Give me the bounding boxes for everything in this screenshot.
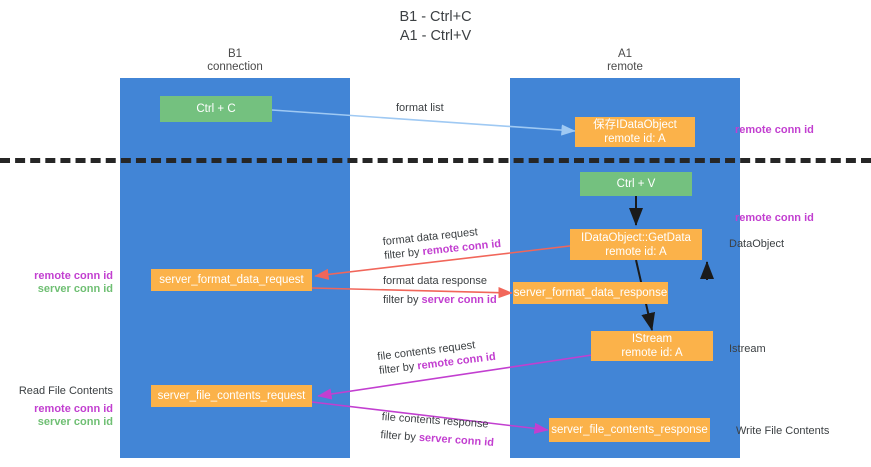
edge-label-format-list: format list <box>396 102 444 114</box>
filter-prefix: filter by <box>383 294 422 306</box>
edge-label-format-data-request-group: format data request filter by remote con… <box>382 223 502 263</box>
lane-header-a1: A1 remote <box>607 48 643 73</box>
node-server-file-contents-request[interactable]: server_file_contents_request <box>151 385 312 407</box>
edge-label-format-data-response-filter: filter by server conn id <box>383 293 497 307</box>
annotation-remote-conn-id-mid: remote conn id <box>735 212 814 224</box>
page-title: B1 - Ctrl+C A1 - Ctrl+V <box>399 9 472 44</box>
edge-label-format-data-response: format data response <box>383 275 487 287</box>
annotation-left-remote-conn-id: remote conn id <box>34 270 113 282</box>
edge-label-file-contents-response-filter: filter by server conn id <box>380 428 494 450</box>
node-server-format-data-response[interactable]: server_format_data_response <box>513 282 668 304</box>
filter-prefix: filter by <box>378 360 419 378</box>
filter-prefix: filter by <box>380 429 420 444</box>
node-ctrl-v[interactable]: Ctrl + V <box>580 172 692 196</box>
annotation-left-server-conn-id-2: server conn id <box>37 416 113 428</box>
edge-label-file-contents-request-group: file contents request filter by remote c… <box>377 336 497 378</box>
edge-label-file-contents-response-group: file contents response filter by server … <box>380 410 496 450</box>
filter-key-server-conn-id: server conn id <box>421 294 497 306</box>
filter-key-server-conn-id: server conn id <box>418 431 495 449</box>
annotation-read-file-contents: Read File Contents <box>18 385 113 397</box>
annotation-left-server-conn-id: server conn id <box>37 283 113 295</box>
node-istream[interactable]: IStream remote id: A <box>591 331 713 361</box>
edge-label-format-data-response-group: format data response filter by server co… <box>383 274 497 307</box>
node-server-format-data-request[interactable]: server_format_data_request <box>151 269 312 291</box>
phase-divider <box>0 158 871 163</box>
filter-prefix: filter by <box>383 246 424 263</box>
node-idataobject-getdata[interactable]: IDataObject::GetData remote id: A <box>570 229 702 260</box>
node-ctrl-c[interactable]: Ctrl + C <box>160 96 272 122</box>
annotation-write-file-contents: Write File Contents <box>736 425 830 437</box>
node-server-file-contents-response[interactable]: server_file_contents_response <box>549 418 710 442</box>
annotation-left-remote-conn-id-2: remote conn id <box>34 403 113 415</box>
lane-header-b1: B1 connection <box>207 48 263 73</box>
annotation-istream: Istream <box>729 343 766 355</box>
annotation-data-object: DataObject <box>729 238 785 250</box>
annotation-remote-conn-id-top: remote conn id <box>735 124 814 136</box>
node-data-object-remote[interactable]: 保存IDataObject remote id: A <box>575 117 695 147</box>
